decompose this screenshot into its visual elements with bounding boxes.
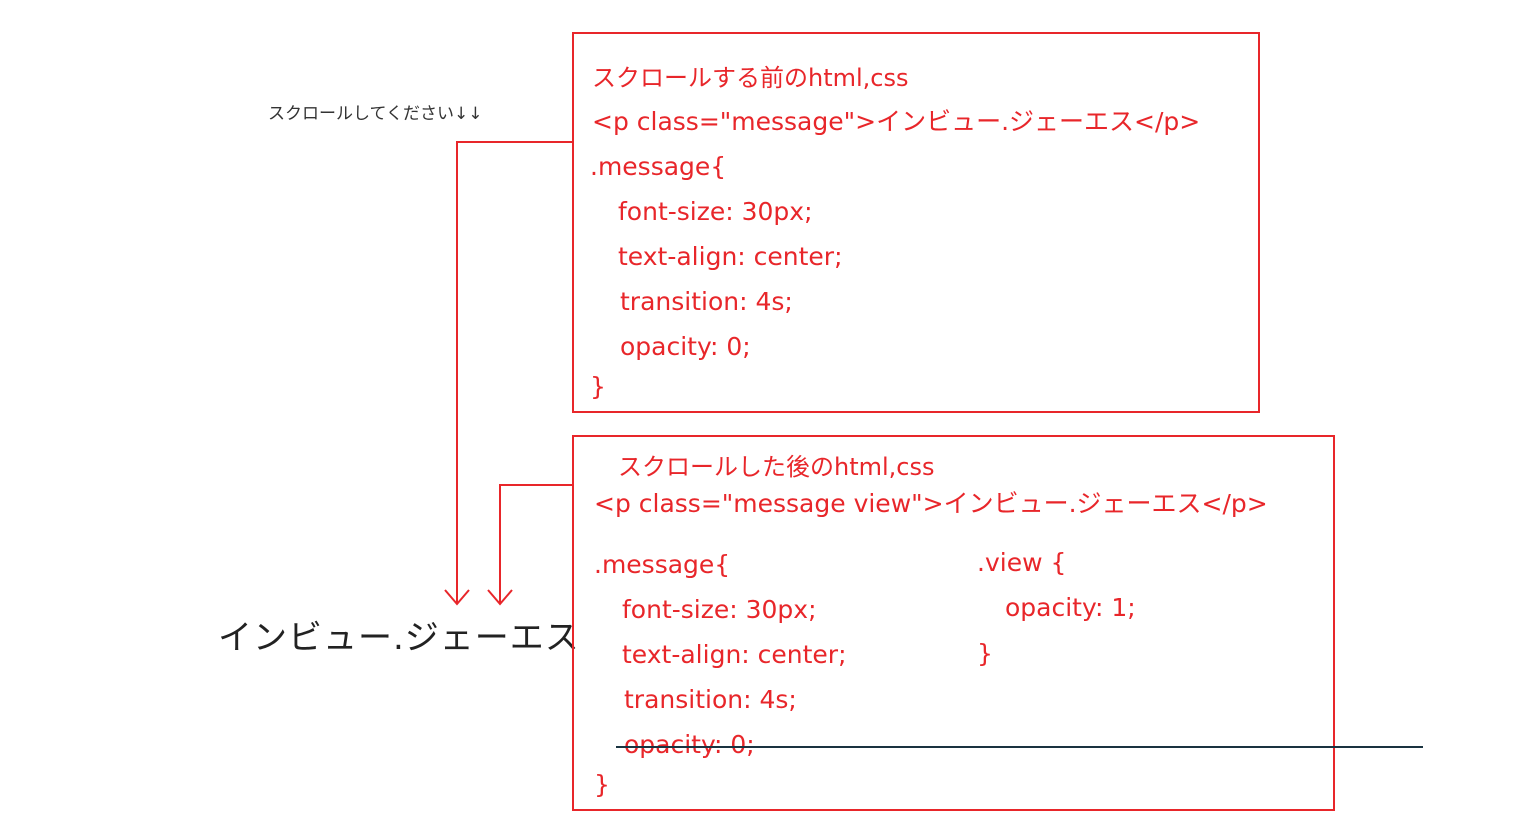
after-html-line: <p class="message view">インビュー.ジェーエス</p> <box>594 489 1268 518</box>
before-css-selector: .message{ <box>590 152 727 181</box>
before-connector-line <box>456 141 572 604</box>
after-css-line: transition: 4s; <box>624 685 797 714</box>
view-css-close: } <box>977 639 993 668</box>
before-title: スクロールする前のhtml,css <box>592 64 909 92</box>
after-css-selector: .message{ <box>594 550 731 579</box>
after-css-line-struck: opacity: 0; <box>616 730 1423 759</box>
after-css-line: font-size: 30px; <box>622 595 817 624</box>
after-connector-line <box>499 484 572 604</box>
after-css-line: text-align: center; <box>622 640 847 669</box>
after-box: スクロールした後のhtml,css <p class="message view… <box>572 435 1423 811</box>
after-arrowhead <box>487 589 513 606</box>
struck-text: opacity: 0; <box>624 730 755 759</box>
before-arrowhead <box>444 589 470 606</box>
before-css-line: text-align: center; <box>618 242 843 271</box>
after-title: スクロールした後のhtml,css <box>618 453 935 481</box>
before-css-close: } <box>590 372 606 401</box>
brand-text: インビュー.ジェーエス <box>218 618 580 658</box>
before-css-line: font-size: 30px; <box>618 197 813 226</box>
view-css-line: opacity: 1; <box>1005 593 1136 622</box>
before-css-line: opacity: 0; <box>620 332 751 361</box>
after-css-close: } <box>594 770 610 799</box>
before-box: スクロールする前のhtml,css <p class="message">インビ… <box>572 32 1260 413</box>
scroll-hint: スクロールしてください↓↓ <box>268 104 483 124</box>
before-css-line: transition: 4s; <box>620 287 793 316</box>
view-css-selector: .view { <box>977 548 1067 577</box>
before-html-line: <p class="message">インビュー.ジェーエス</p> <box>592 107 1201 136</box>
strikethrough-line <box>616 745 1423 748</box>
